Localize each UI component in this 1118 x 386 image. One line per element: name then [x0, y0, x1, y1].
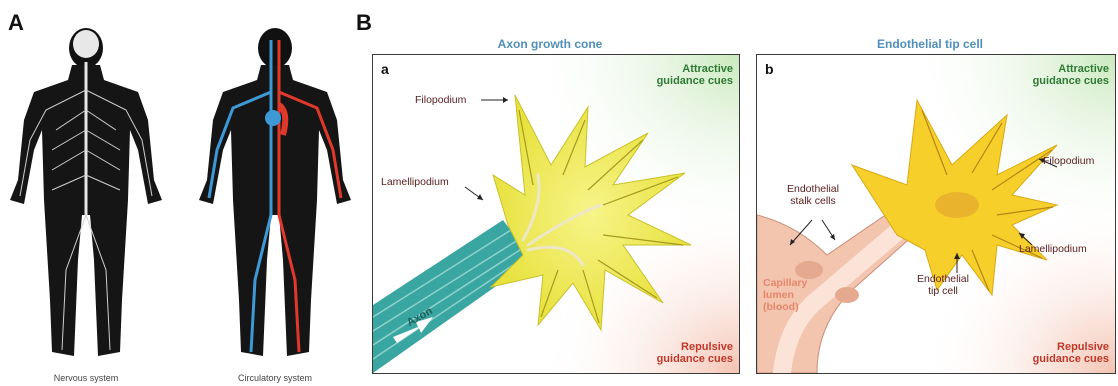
subpanel-b-letter: b — [765, 61, 774, 77]
circulatory-system-caption: Circulatory system — [205, 373, 345, 383]
endothelial-tip-cell-title: Endothelial tip cell — [850, 37, 1010, 51]
filopodium-label-b: Filopodium — [1043, 155, 1094, 167]
nervous-system-caption: Nervous system — [16, 373, 156, 383]
endothelial-tip-cell-illustration — [757, 55, 1115, 373]
filopodium-label-a: Filopodium — [415, 94, 466, 106]
subpanel-a-letter: a — [381, 61, 389, 77]
panel-a-figures — [0, 0, 360, 386]
nervous-system-figure — [10, 28, 162, 356]
circulatory-system-figure — [199, 28, 351, 356]
lamellipodium-label-a: Lamellipodium — [381, 176, 449, 188]
panel-b-letter: B — [356, 10, 372, 36]
lamellipodium-label-b: Lamellipodium — [1019, 243, 1087, 255]
axon-growth-cone-title: Axon growth cone — [470, 37, 630, 51]
